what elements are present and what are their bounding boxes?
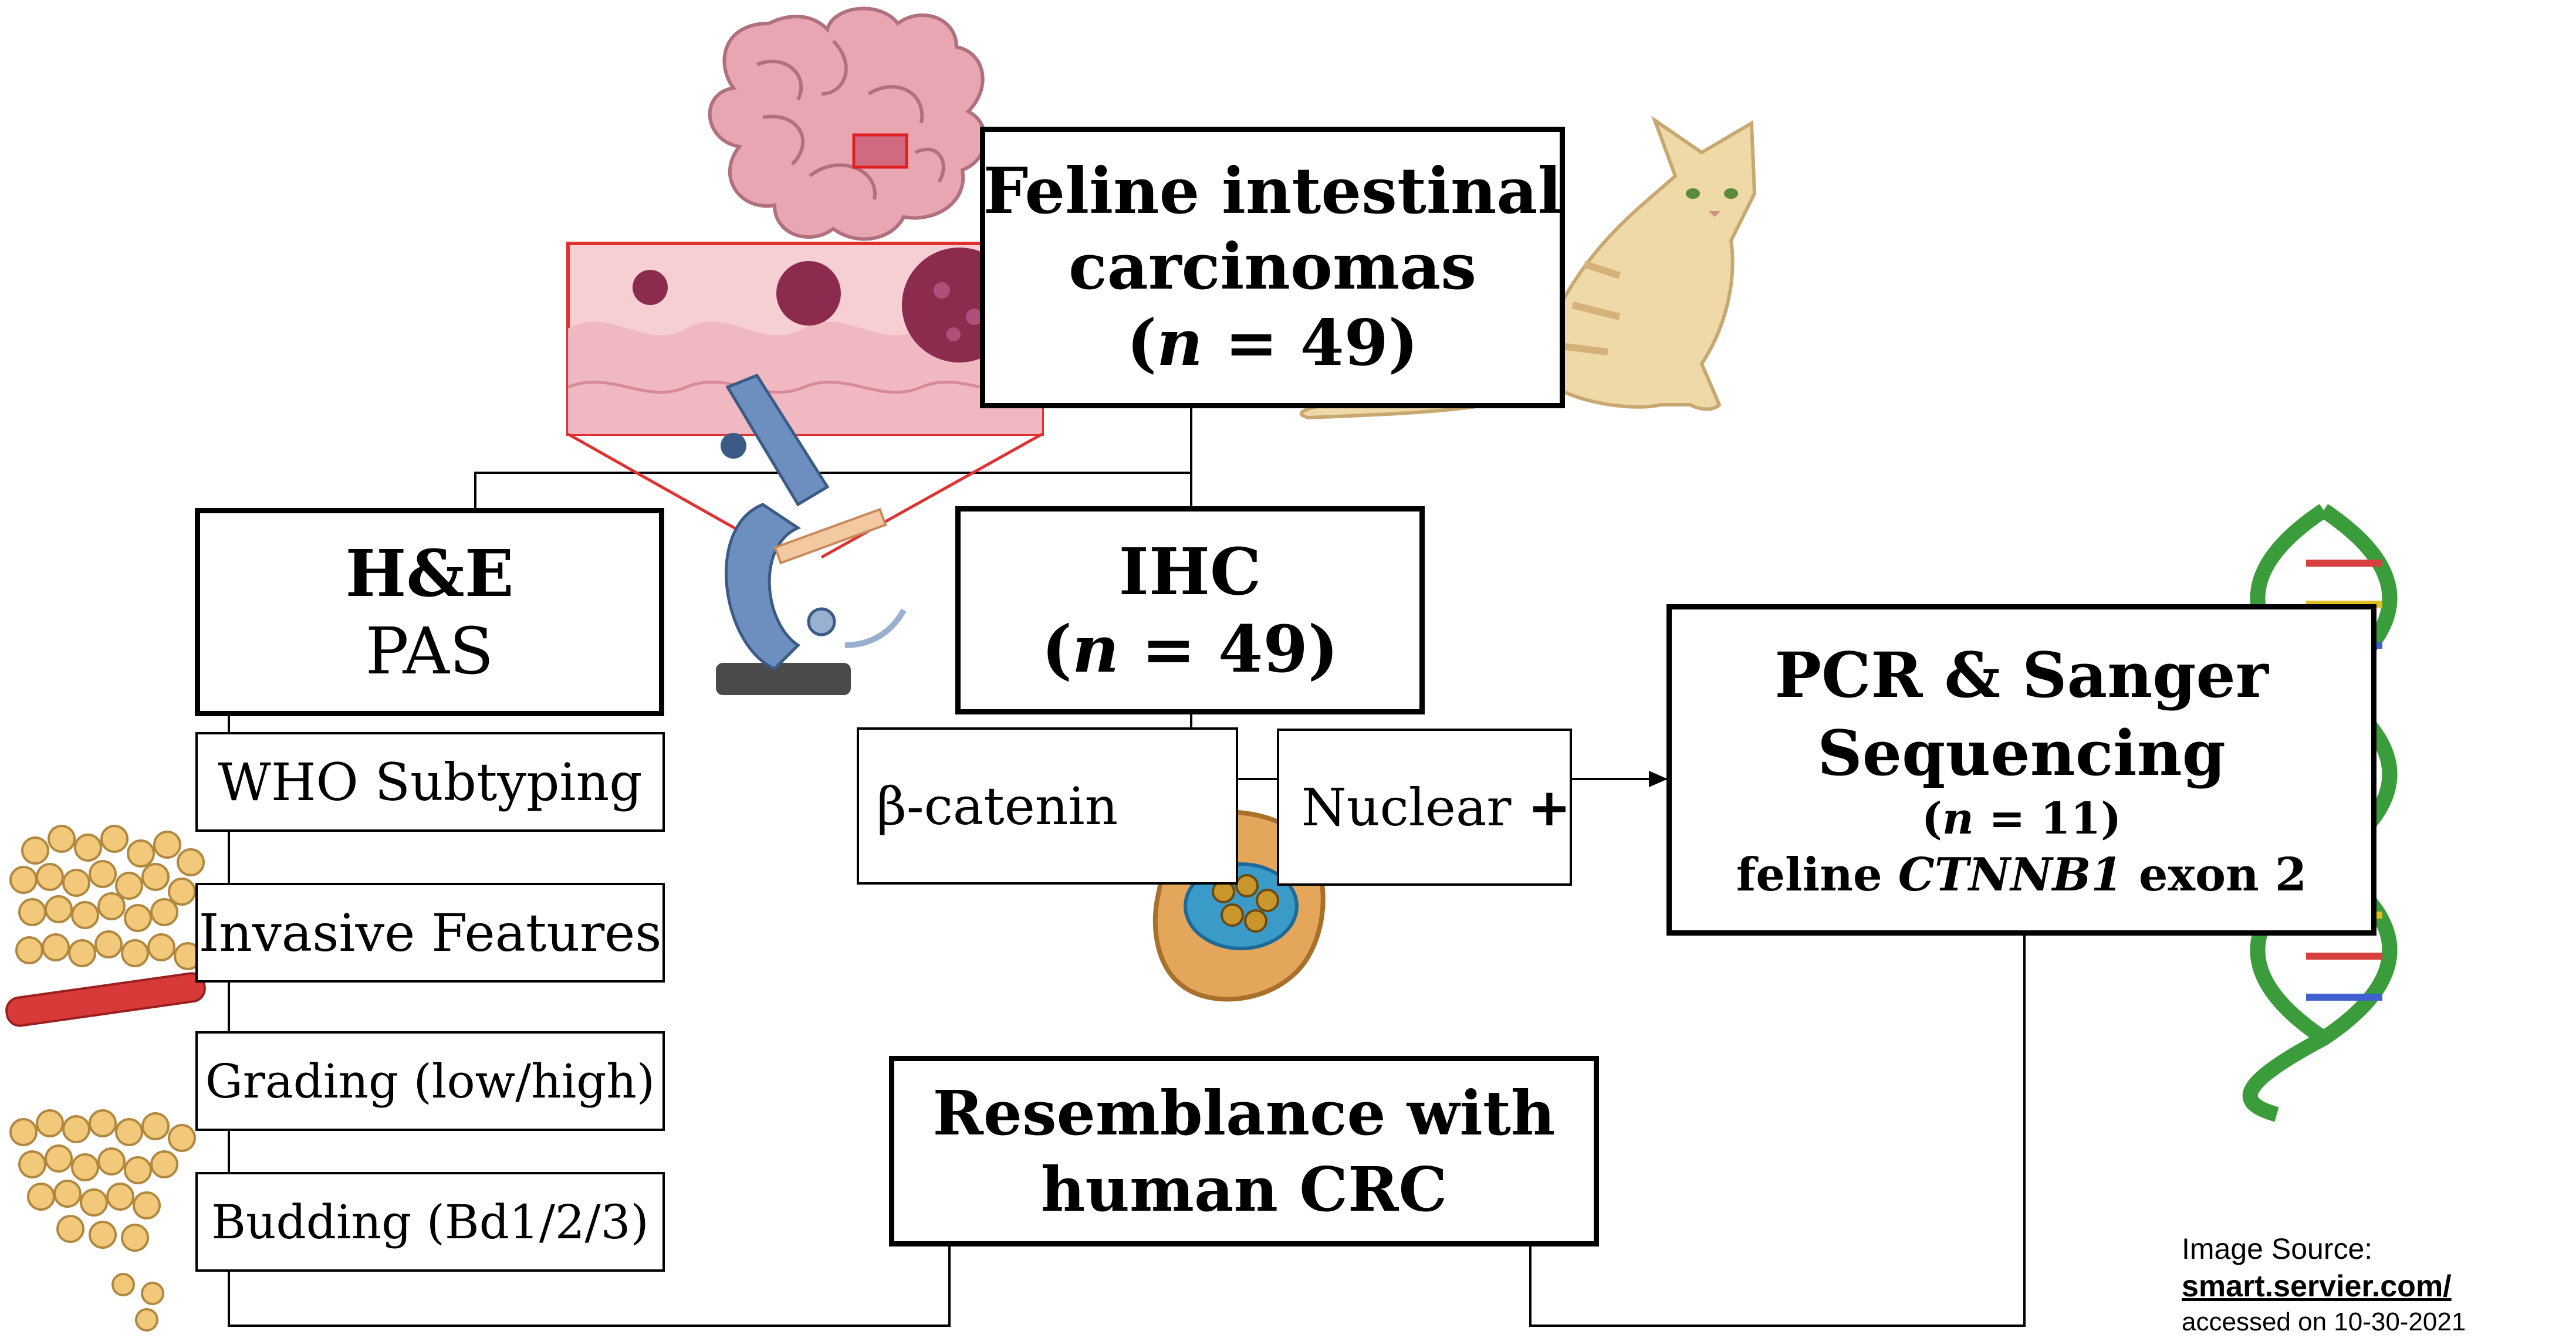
- credit-accessed: accessed on 10-30-2021: [2182, 1307, 2466, 1336]
- colon-section-zoom: [566, 242, 1044, 559]
- he-box-line1: H&E: [345, 535, 514, 611]
- conclusion-line1: Resemblance with: [932, 1076, 1556, 1149]
- he-item-budding: Budding (Bd1/2/3): [195, 1172, 665, 1272]
- ihc-box-line1: IHC: [1118, 533, 1262, 609]
- pcr-box-n-label: n: [1942, 794, 1974, 844]
- image-credit: Image Source: smart.servier.com/ accesse…: [2182, 1231, 2466, 1338]
- he-item-label: WHO Subtyping: [218, 751, 643, 812]
- ihc-marker-label: β-catenin: [877, 775, 1118, 836]
- ihc-result-line: Nuclear +: [1301, 777, 1571, 838]
- blood-vessel-illustration: [5, 972, 206, 1027]
- credit-label: Image Source:: [2182, 1232, 2373, 1265]
- connector-he-list: [228, 712, 951, 1327]
- he-item-label: Invasive Features: [198, 902, 662, 963]
- main-box-n-label: n: [1157, 306, 1203, 380]
- tumor-cells-illustration: [9, 825, 205, 1332]
- pcr-box-line2: Sequencing: [1817, 716, 2226, 790]
- he-item-label: Grading (low/high): [205, 1054, 655, 1109]
- ihc-marker-box: β-catenin: [857, 727, 1238, 885]
- main-box: Feline intestinal carcinomas (n = 49): [980, 127, 1565, 408]
- conclusion-box: Resemblance with human CRC: [889, 1056, 1599, 1246]
- he-box: H&E PAS: [195, 508, 664, 716]
- intestine-illustration: [708, 6, 987, 241]
- main-box-n: (n = 49): [1127, 306, 1418, 380]
- he-item-grading: Grading (low/high): [195, 1031, 665, 1131]
- pcr-box-gene-suffix: exon 2: [2138, 848, 2307, 902]
- ihc-box: IHC (n = 49): [955, 506, 1425, 714]
- ihc-result-label: Nuclear: [1301, 777, 1512, 838]
- ihc-box-n: (n = 49): [1042, 611, 1338, 687]
- pcr-box-line1: PCR & Sanger: [1774, 638, 2269, 712]
- he-item-invasive-features: Invasive Features: [195, 883, 665, 983]
- microscope-icon: [716, 373, 907, 695]
- ihc-result-sign: +: [1527, 777, 1571, 838]
- conclusion-line2: human CRC: [1040, 1153, 1448, 1225]
- main-box-n-value: = 49: [1225, 306, 1388, 380]
- pcr-box-gene-line: feline CTNNB1 exon 2: [1736, 846, 2307, 904]
- pcr-box-gene: CTNNB1: [1898, 848, 2123, 902]
- ihc-box-n-value: = 49: [1141, 611, 1308, 687]
- pcr-box: PCR & Sanger Sequencing (n = 11) feline …: [1666, 604, 2376, 936]
- ihc-box-n-label: n: [1072, 611, 1120, 687]
- main-box-line2: carcinomas: [1068, 230, 1477, 304]
- he-item-label: Budding (Bd1/2/3): [211, 1194, 649, 1249]
- ihc-result-box: Nuclear +: [1277, 729, 1572, 886]
- connector-pcr-conclusion: [1529, 935, 2026, 1327]
- pcr-box-gene-prefix: feline: [1736, 848, 1882, 902]
- pcr-box-n-value: = 11: [1989, 794, 2101, 844]
- connector-split: [474, 472, 1192, 508]
- he-item-who-subtyping: WHO Subtyping: [195, 732, 665, 832]
- credit-url[interactable]: smart.servier.com/: [2182, 1269, 2452, 1303]
- main-box-line1: Feline intestinal: [983, 154, 1562, 228]
- he-box-line2: PAS: [365, 613, 494, 689]
- pcr-box-n: (n = 11): [1921, 794, 2122, 844]
